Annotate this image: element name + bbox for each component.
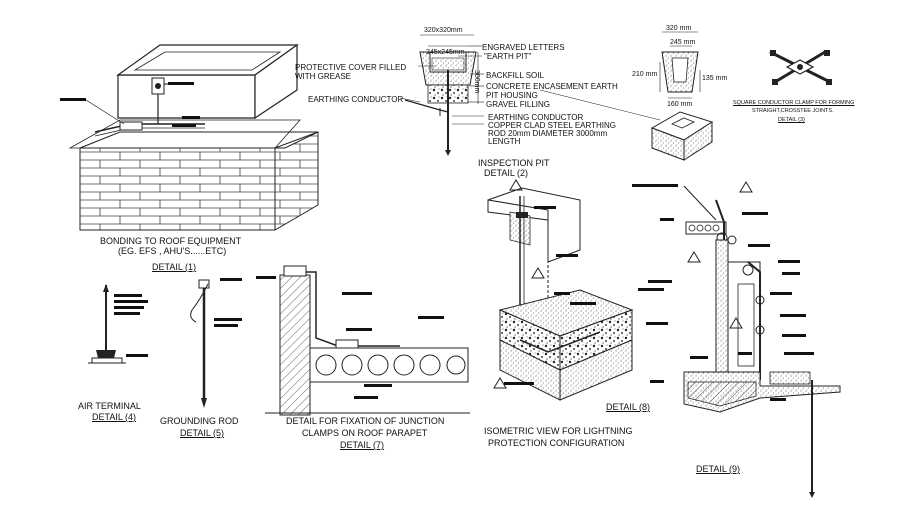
pit-conductor-right: EARTHING CONDUCTOR <box>488 113 584 122</box>
detail-1-label: DETAIL (1) <box>152 262 197 272</box>
pit-rod-line1: COPPER CLAD STEEL EARTHING <box>488 121 617 130</box>
pit-encasement-line1: CONCRETE ENCASEMENT EARTH <box>486 82 618 91</box>
pit-cover-line2: WITH GREASE <box>295 72 352 81</box>
isometric-drawing <box>487 179 634 401</box>
insp-detail-label: DETAIL (2) <box>484 168 529 178</box>
detail-7-label: DETAIL (7) <box>340 440 385 450</box>
detail-1-caption-line1: BONDING TO ROOF EQUIPMENT <box>100 236 242 246</box>
earth-pit-drawing <box>399 34 661 156</box>
detail-3-caption-line1: SQUARE CONDUCTOR CLAMP FOR FORMING <box>733 100 855 106</box>
pit-gravel: GRAVEL FILLING <box>486 100 551 109</box>
pit-conductor-left: EARTHING CONDUCTOR <box>308 95 404 104</box>
detail-1-caption-line2: (EG. EFS , AHU'S......ETC) <box>118 246 227 256</box>
inspection-pit-drawing <box>650 31 714 161</box>
insp-title: INSPECTION PIT <box>478 158 550 168</box>
detail-7-caption-line1: DETAIL FOR FIXATION OF JUNCTION <box>286 416 445 426</box>
detail-8-label: DETAIL (8) <box>606 402 651 412</box>
detail-9-drawing <box>632 181 841 498</box>
isometric-caption-line2: PROTECTION CONFIGURATION <box>488 438 625 448</box>
pit-dim-outer: 320x320mm <box>424 27 463 34</box>
detail-3-label: DETAIL (3) <box>778 117 805 123</box>
insp-dim-top-outer: 320 mm <box>666 25 692 32</box>
pit-rod-line3: LENGTH <box>488 137 521 146</box>
detail-5-label: DETAIL (5) <box>180 428 225 438</box>
insp-dim-top-inner: 245 mm <box>670 39 696 46</box>
detail-3-drawing <box>769 50 832 85</box>
detail-7-caption-line2: CLAMPS ON ROOF PARAPET <box>302 428 428 438</box>
detail-7-drawing <box>256 265 470 416</box>
insp-dim-right: 135 mm <box>702 75 728 82</box>
insp-dim-left: 210 mm <box>632 71 658 78</box>
pit-engraved-line2: "EARTH PIT" <box>484 52 532 61</box>
pit-dim-depth: 300mm <box>473 70 480 94</box>
pit-encasement-line2: PIT HOUSING <box>486 91 538 100</box>
detail-4-label: DETAIL (4) <box>92 412 137 422</box>
isometric-caption-line1: ISOMETRIC VIEW FOR LIGHTNING <box>484 426 633 436</box>
detail-9-label: DETAIL (9) <box>696 464 741 474</box>
detail-5-drawing <box>190 278 242 408</box>
detail-3-caption-line2: STRAIGHT,CROSSTEE JOINTS. <box>752 108 834 114</box>
pit-dim-inner: 245x245mm <box>426 49 465 56</box>
pit-engraved-line1: ENGRAVED LETTERS <box>482 43 565 52</box>
pit-cover-line1: PROTECTIVE COVER FILLED <box>295 63 407 72</box>
detail-4-caption: AIR TERMINAL <box>78 401 141 411</box>
detail-1-drawing <box>60 43 319 231</box>
pit-backfill: BACKFILL SOIL <box>486 71 544 80</box>
detail-4-drawing <box>88 284 148 364</box>
insp-dim-bottom: 160 mm <box>667 101 693 108</box>
detail-5-caption: GROUNDING ROD <box>160 416 239 426</box>
pit-rod-line2: ROD 20mm DIAMETER 3000mm <box>488 129 608 138</box>
